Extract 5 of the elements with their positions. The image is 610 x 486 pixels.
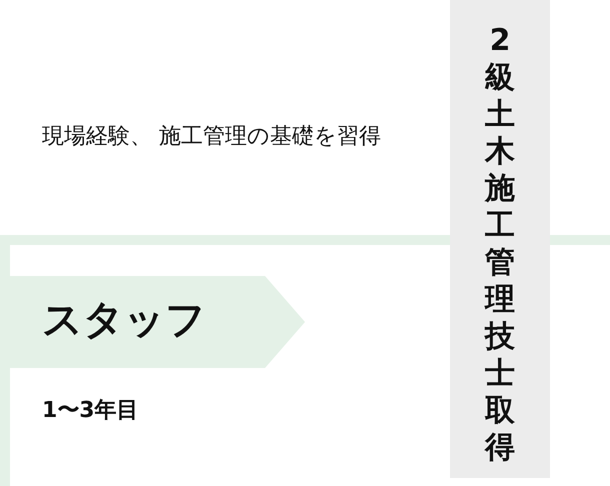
stage-years: 1〜3年目 — [42, 397, 139, 425]
qualification-text: 2級土木施工管理技士取得 — [483, 22, 516, 466]
qualification-band — [450, 0, 550, 478]
stage-title: スタッフ — [42, 296, 206, 345]
description-text: 現場経験、 施工管理の基礎を習得 — [42, 123, 382, 151]
